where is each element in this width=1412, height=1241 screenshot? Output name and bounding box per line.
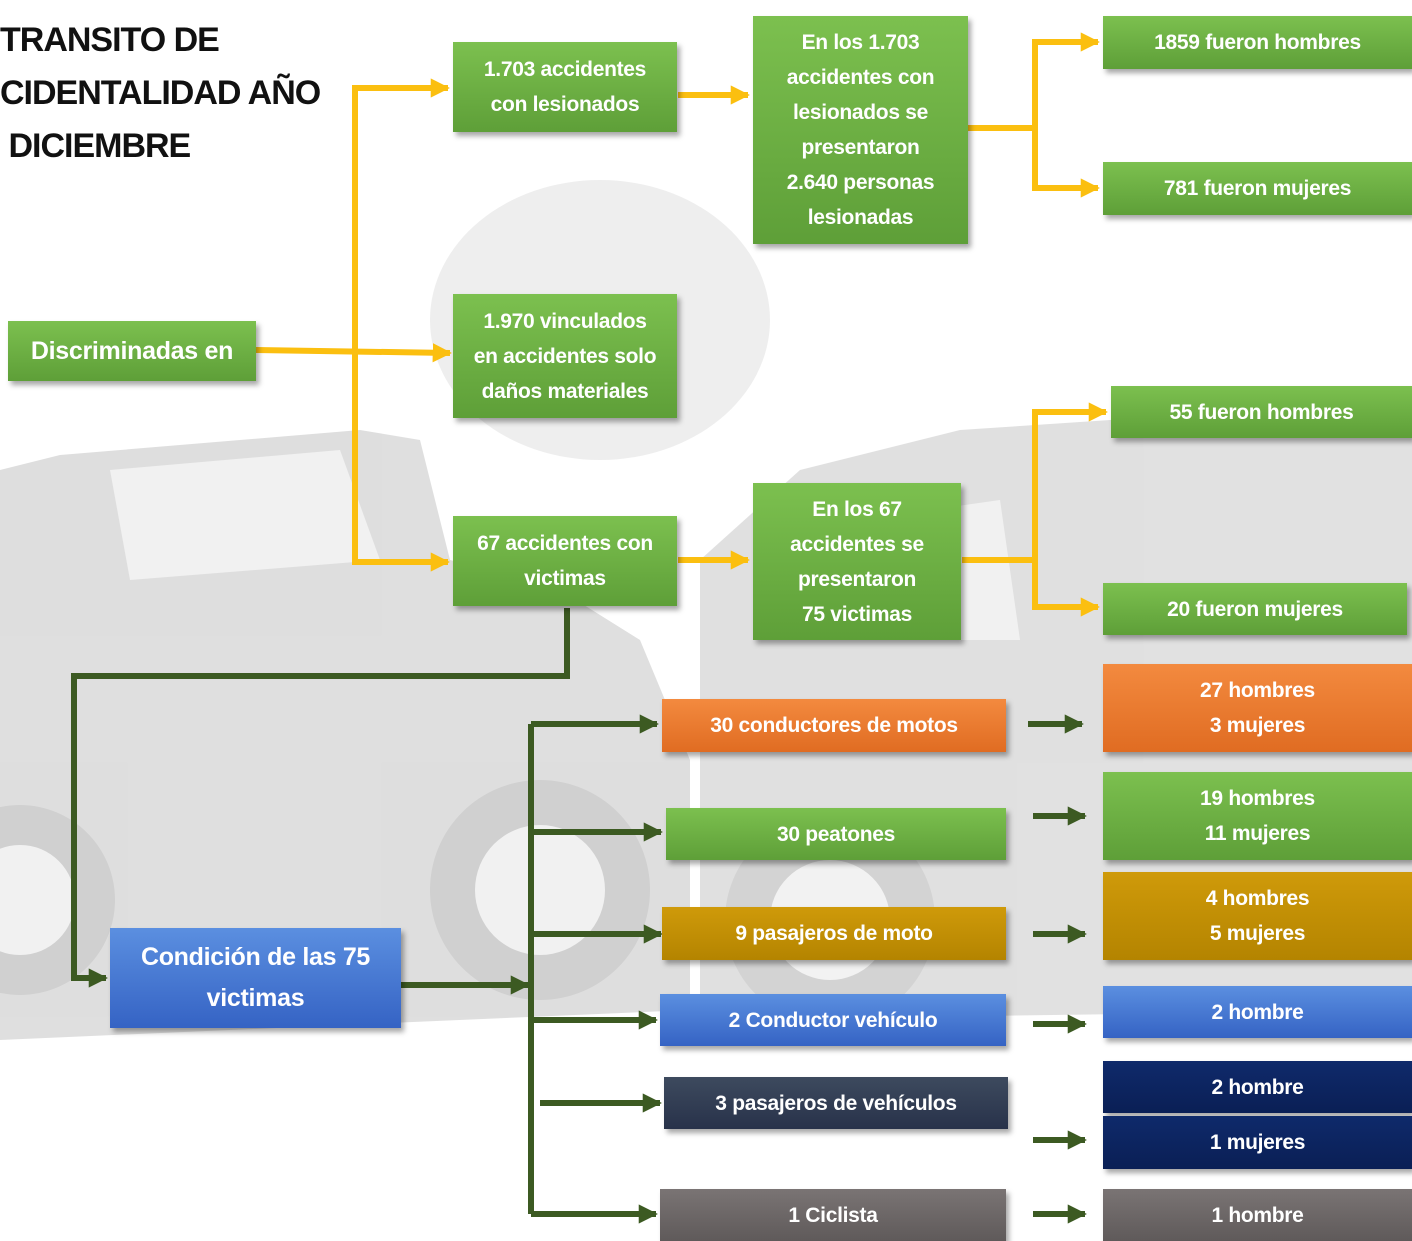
breakdown-pasajeros-moto: 4 hombres 5 mujeres: [1103, 872, 1412, 960]
victimas-box: 67 accidentes con victimas: [453, 516, 677, 606]
breakdown-conductores-motos: 27 hombres 3 mujeres: [1103, 664, 1412, 752]
diagram-title: TRANSITO DE CIDENTALIDAD AÑO DICIEMBRE: [0, 21, 321, 165]
arrow-to-lesionados-mujeres: [1032, 128, 1100, 198]
breakdown-peatones: 19 hombres 11 mujeres: [1103, 772, 1412, 860]
breakdown-pasajeros-vehiculos-hombres: 2 hombre: [1103, 1061, 1412, 1113]
arrow-to-lesionados: [352, 78, 450, 350]
breakdown-pasajeros-vehiculos-mujeres: 1 mujeres: [1103, 1116, 1412, 1169]
lesionados-hombres-box: 1859 fueron hombres: [1103, 16, 1412, 69]
condicion-box: Condición de las 75 victimas: [110, 928, 401, 1028]
arrow-to-victimas: [352, 350, 450, 572]
yellow-connectors: [255, 32, 1108, 617]
breakdown-conductor-vehiculo: 2 hombre: [1103, 986, 1412, 1038]
category-pasajeros-moto: 9 pasajeros de moto: [662, 907, 1006, 960]
lesionados-box: 1.703 accidentes con lesionados: [453, 42, 677, 132]
arrow-to-lesionados-hombres: [1032, 32, 1100, 128]
green-connectors: [71, 608, 1087, 1224]
lesionados-mujeres-box: 781 fueron mujeres: [1103, 162, 1412, 215]
category-conductor-vehiculo: 2 Conductor vehículo: [660, 994, 1006, 1046]
arrow-to-victimas-hombres: [1032, 402, 1108, 560]
lesionados-detail-box: En los 1.703 accidentes con lesionados s…: [753, 16, 968, 244]
victimas-detail-box: En los 67 accidentes se presentaron 75 v…: [753, 483, 961, 640]
category-ciclista: 1 Ciclista: [660, 1189, 1006, 1241]
category-conductores-motos: 30 conductores de motos: [662, 699, 1006, 752]
victimas-mujeres-box: 20 fueron mujeres: [1103, 583, 1407, 635]
discriminadas-box: Discriminadas en: [8, 321, 256, 381]
victimas-hombres-box: 55 fueron hombres: [1111, 386, 1412, 438]
arrow-to-condicion: [71, 608, 570, 988]
materiales-box: 1.970 vinculados en accidentes solo daño…: [453, 294, 677, 418]
category-pasajeros-vehiculos: 3 pasajeros de vehículos: [664, 1077, 1008, 1129]
category-peatones: 30 peatones: [666, 808, 1006, 860]
breakdown-ciclista: 1 hombre: [1103, 1189, 1412, 1241]
arrow-to-victimas-mujeres: [1032, 560, 1100, 617]
